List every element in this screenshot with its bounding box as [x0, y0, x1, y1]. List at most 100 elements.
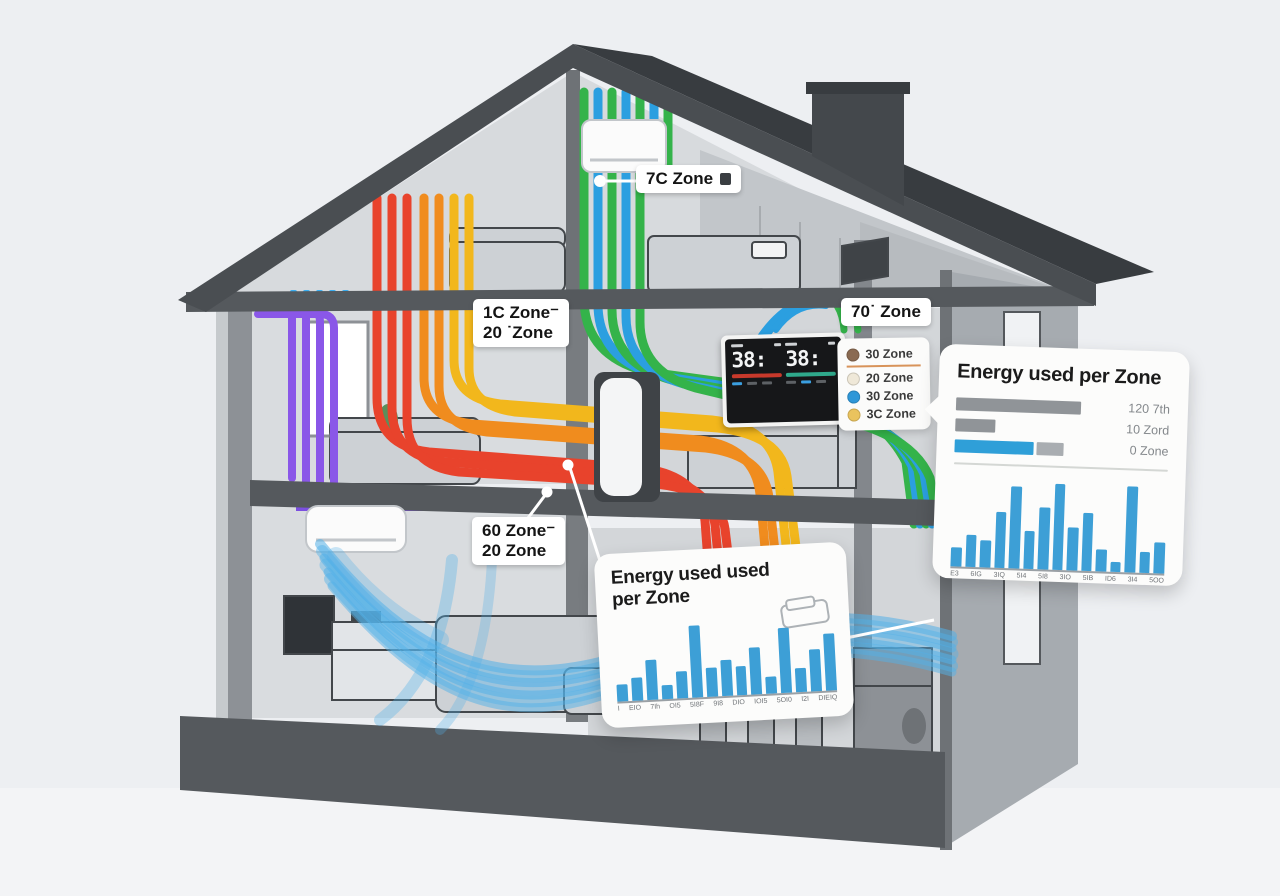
thermostat-panel-right: 38:	[785, 341, 837, 417]
legend-label: 3C Zone	[866, 406, 916, 422]
bar	[1008, 486, 1022, 569]
tower-air-handler	[594, 372, 660, 502]
zone-label-line: 20 Zone	[482, 541, 547, 560]
x-tick-label: 5IB	[1082, 574, 1094, 583]
bar	[1139, 551, 1151, 574]
x-tick-label: DIO	[732, 699, 746, 707]
hbar-label: 120 7th	[1128, 401, 1171, 417]
thermostat-screen: 38: 38:	[724, 336, 844, 424]
bar	[993, 512, 1007, 569]
hbar-label: 0 Zone	[1129, 443, 1169, 459]
roof-left-band	[178, 44, 573, 312]
legend-dot-icon	[846, 371, 861, 386]
legend-item: 30 Zone	[846, 344, 921, 368]
x-tick-label: I2I	[801, 695, 810, 704]
vase	[902, 708, 926, 744]
x-tick-label: 9I8	[713, 700, 724, 708]
energy-hbars	[954, 395, 1108, 457]
bar	[735, 666, 748, 696]
x-tick-label: 3I4	[1127, 576, 1138, 584]
attic-panel-device	[841, 236, 889, 286]
bar	[964, 535, 977, 568]
bar	[631, 677, 644, 701]
bar	[675, 671, 688, 699]
zone-label-attic-text: 7C Zone	[646, 169, 714, 188]
x-tick-label: 5I8	[1037, 573, 1048, 581]
bar	[1081, 513, 1094, 572]
bar	[1037, 506, 1051, 570]
hbar-label: 10 Zord	[1125, 422, 1170, 438]
bar	[1124, 485, 1139, 573]
legend-item: 3C Zone	[847, 404, 921, 423]
zone-label-line: 20 ˙Zone	[483, 323, 553, 342]
x-tick-label: ID6	[1104, 575, 1116, 583]
card-divider	[953, 462, 1168, 472]
legend-dot-icon	[846, 347, 860, 362]
hbar-fill	[955, 397, 1081, 415]
attic-ac-unit	[581, 119, 667, 173]
zone-label-floor1-left: 60 Zone⁻ 20 Zone	[472, 517, 566, 565]
tv	[283, 595, 335, 655]
legend-dot-icon	[847, 407, 861, 422]
energy-hbar	[954, 439, 1106, 457]
chimney	[812, 90, 904, 206]
bar	[1153, 542, 1166, 574]
x-tick-label: I	[617, 705, 620, 713]
bar	[795, 667, 808, 693]
bar-series	[613, 614, 838, 704]
zone-label-line: 1C Zone⁻	[483, 303, 560, 322]
zone-label-attic: 7C Zone	[636, 165, 742, 193]
bar	[1066, 527, 1079, 571]
chimney-cap	[806, 82, 910, 94]
bar	[950, 547, 962, 567]
bar	[1110, 562, 1122, 573]
zone-label-line: 60 Zone⁻	[482, 521, 556, 540]
legend-label: 30 Zone	[866, 388, 914, 404]
zone-label-text: 70˙ Zone	[851, 302, 921, 321]
x-tick-label: 5OI0	[776, 696, 793, 705]
bar	[661, 685, 674, 700]
thermostat-right-temp: 38:	[785, 346, 821, 371]
energy-hbar	[955, 397, 1108, 415]
yellow-duct-bundle	[449, 193, 808, 607]
bar	[719, 659, 733, 697]
bar	[705, 667, 718, 697]
x-tick-label: 5I4	[1016, 572, 1027, 580]
x-tick-label: EIO	[628, 704, 642, 713]
zone-label-attic-right: 70˙ Zone	[841, 298, 931, 326]
bar	[1052, 483, 1066, 571]
x-tick-label: IOI5	[754, 697, 768, 706]
roof-right-band	[573, 44, 1096, 306]
x-tick-label: 7Ih	[650, 703, 661, 711]
bar	[809, 649, 823, 692]
bar	[823, 633, 838, 691]
x-tick-label: 3IQ	[993, 571, 1005, 580]
bar	[979, 540, 991, 568]
bar	[616, 684, 629, 702]
x-tick-label: DIEIQ	[818, 694, 838, 703]
thermostat-left-temp: 38:	[731, 347, 767, 373]
bar-series	[950, 470, 1168, 576]
thermostat-panel-left: 38:	[731, 343, 783, 418]
foundation	[180, 716, 945, 848]
hbar-fill	[954, 439, 1034, 456]
thermostat-menu	[732, 381, 782, 386]
thermostat: 38: 38:	[720, 332, 848, 428]
bar	[778, 627, 793, 694]
bar	[749, 647, 763, 695]
legend-item: 20 Zone	[846, 368, 921, 387]
hbar-tail	[1036, 442, 1065, 457]
bar	[1095, 549, 1107, 572]
legend-label: 30 Zone	[865, 346, 913, 362]
x-tick-label: 6IG	[970, 570, 982, 579]
legend-item: 30 Zone	[847, 386, 921, 405]
structure	[178, 44, 1154, 848]
hbar-fill	[955, 418, 996, 433]
legend-dot-icon	[847, 389, 861, 404]
x-tick-label: OI5	[669, 702, 681, 710]
second-floor-slab	[250, 480, 940, 526]
energy-hbar-labels: 120 7th 10 Zord 0 Zone	[1106, 401, 1170, 460]
